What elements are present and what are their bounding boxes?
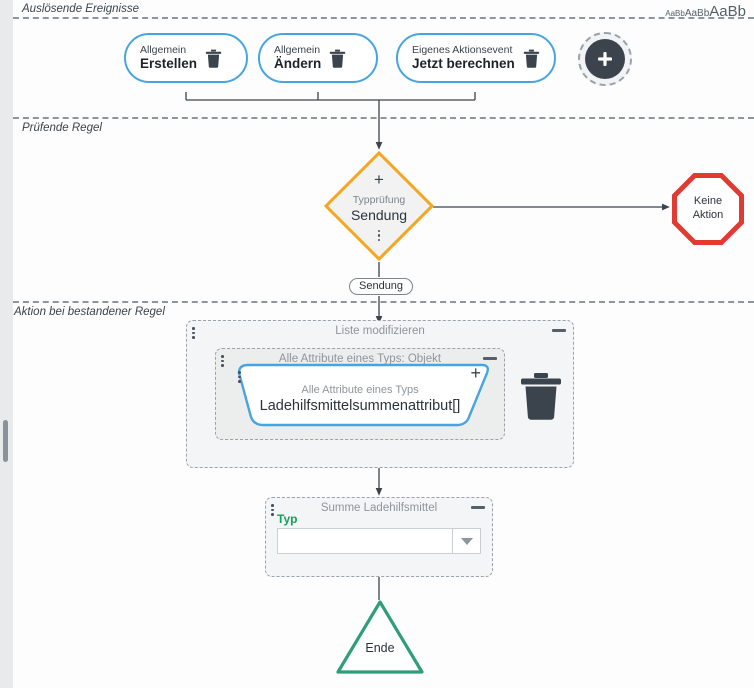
lane-label-action: Aktion bei bestandener Regel <box>14 306 165 318</box>
trapezoid-shape <box>237 363 490 427</box>
field-label-typ: Typ <box>277 512 298 526</box>
plus-icon[interactable] <box>585 39 625 79</box>
lane-label-rule: Prüfende Regel <box>22 122 102 134</box>
lane-separator-action <box>13 301 754 303</box>
decision-node-typpruefung[interactable]: + Typprüfung Sendung <box>323 150 435 262</box>
trigger-name: Jetzt berechnen <box>412 56 515 72</box>
minus-icon[interactable] <box>483 357 497 360</box>
typ-select[interactable] <box>277 528 481 555</box>
font-size-large[interactable]: AaBb <box>709 3 746 20</box>
left-gutter <box>0 0 13 688</box>
minus-icon[interactable] <box>552 329 566 332</box>
font-size-small[interactable]: AaBb <box>665 9 685 18</box>
lane-separator-rule <box>13 117 754 119</box>
trigger-card-aendern[interactable]: Allgemein Ändern <box>258 33 378 83</box>
panel-title: Liste modifizieren <box>335 325 425 337</box>
no-action-line1: Keine <box>693 195 723 208</box>
plus-icon[interactable]: + <box>470 363 481 383</box>
kebab-menu-icon[interactable] <box>192 327 195 339</box>
plus-icon[interactable]: + <box>374 169 384 189</box>
edge-label-sendung: Sendung <box>349 278 414 295</box>
font-size-widget[interactable]: AaBb AaBb AaBb <box>665 3 746 20</box>
trigger-kind: Allgemein <box>140 43 187 56</box>
trigger-text: Eigenes Aktionsevent Jetzt berechnen <box>412 43 515 72</box>
trash-icon[interactable] <box>519 372 563 420</box>
trigger-name: Erstellen <box>140 56 198 72</box>
add-trigger-button[interactable] <box>578 32 632 86</box>
trash-icon[interactable] <box>205 49 222 68</box>
trigger-text: Allgemein Ändern <box>274 43 322 72</box>
chevron-down-icon[interactable] <box>452 529 480 554</box>
kebab-menu-icon[interactable] <box>377 229 381 242</box>
trigger-kind: Allgemein <box>274 43 321 56</box>
typ-select-value[interactable] <box>278 529 452 553</box>
octagon-shape: Keine Aktion <box>672 173 744 245</box>
triangle-shape <box>336 600 424 674</box>
field-group-typ: Typ <box>277 512 481 555</box>
end-node-label: Ende <box>365 641 395 655</box>
font-size-medium[interactable]: AaBb <box>684 8 710 19</box>
kebab-menu-icon[interactable] <box>221 355 224 367</box>
attribute-node-content: Alle Attribute eines Typs Ladehilfsmitte… <box>229 363 491 427</box>
lane-separator-top <box>13 17 754 19</box>
decision-name: Sendung <box>350 207 408 224</box>
decision-kind: Typprüfung <box>352 193 406 206</box>
lane-label-triggers: Auslösende Ereignisse <box>22 3 139 15</box>
trigger-name: Ändern <box>274 56 322 72</box>
trash-icon[interactable] <box>523 49 540 68</box>
decision-content: + Typprüfung Sendung <box>324 151 434 261</box>
attribute-node[interactable]: Alle Attribute eines Typs Ladehilfsmitte… <box>229 363 491 427</box>
trigger-card-erstellen[interactable]: Allgemein Erstellen <box>124 33 248 83</box>
minus-icon[interactable] <box>471 506 485 509</box>
attribute-name: Ladehilfsmittelsummenattribut[] <box>259 398 461 415</box>
octagon-inner: Keine Aktion <box>677 178 739 240</box>
no-action-line2: Aktion <box>692 209 724 221</box>
trash-icon[interactable] <box>329 49 346 68</box>
kebab-menu-icon[interactable] <box>271 504 274 516</box>
trigger-text: Allgemein Erstellen <box>140 43 198 72</box>
kebab-menu-icon[interactable] <box>238 371 241 383</box>
end-node[interactable]: Ende <box>334 598 426 676</box>
attribute-kind: Alle Attribute eines Typs <box>301 383 419 396</box>
trigger-card-jetzt-berechnen[interactable]: Eigenes Aktionsevent Jetzt berechnen <box>396 33 556 83</box>
vertical-scrollbar-thumb[interactable] <box>3 420 8 462</box>
trigger-kind: Eigenes Aktionsevent <box>412 43 513 56</box>
no-action-node[interactable]: Keine Aktion <box>672 173 744 245</box>
